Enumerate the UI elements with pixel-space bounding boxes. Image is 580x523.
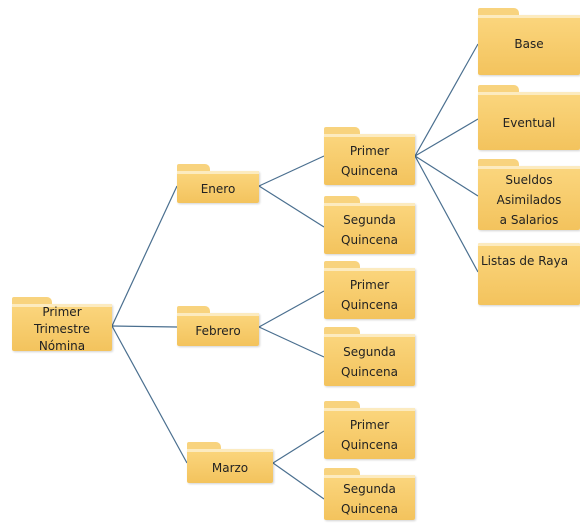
connector-marzo-primer	[272, 430, 325, 464]
month-folder-enero: Enero	[177, 164, 259, 203]
root-folder: Primer Trimestre Nómina	[12, 297, 112, 353]
month-label-marzo: Marzo	[211, 460, 249, 475]
payroll-label-eventual: Eventual	[502, 115, 556, 130]
connector-quincena-sueldos	[414, 155, 479, 197]
connector-enero-segunda	[258, 185, 325, 228]
payroll-folder-sueldos-asimilados: Sueldos Asimilados a Salarios	[478, 159, 580, 230]
payroll-folder-eventual: Eventual	[478, 85, 580, 150]
payroll-label-base: Base	[514, 37, 544, 51]
quincena-folder-marzo-segunda: Segunda Quincena	[324, 468, 415, 520]
connector-enero-primer	[258, 155, 325, 187]
month-label-enero: Enero	[200, 181, 236, 196]
connector-marzo-segunda	[272, 462, 325, 500]
quincena-folder-enero-primer: Primer Quincena	[324, 127, 415, 185]
root-folder-label: Primer Trimestre Nómina	[34, 304, 90, 353]
connector-root-febrero	[111, 325, 178, 328]
quincena-folder-marzo-primer: Primer Quincena	[324, 401, 415, 459]
month-folder-marzo: Marzo	[187, 442, 273, 483]
connector-root-marzo	[111, 325, 188, 464]
quincena-label: Segunda Quincena	[341, 344, 398, 379]
payroll-folder-base: Base	[478, 8, 580, 75]
quincena-label: Primer Quincena	[341, 278, 398, 312]
quincena-label: Primer Quincena	[341, 418, 398, 452]
connector-febrero-segunda	[258, 326, 325, 358]
quincena-label: Primer Quincena	[341, 144, 398, 178]
connector-quincena-eventual	[414, 118, 479, 157]
connector-quincena-raya	[414, 155, 479, 273]
connector-febrero-primer	[258, 290, 325, 328]
month-folder-febrero: Febrero	[177, 306, 259, 346]
connector-root-enero	[111, 185, 178, 327]
quincena-label: Segunda Quincena	[341, 213, 398, 247]
quincena-folder-febrero-primer: Primer Quincena	[324, 261, 415, 319]
connector-quincena-base	[414, 43, 479, 157]
payroll-label-listas-de-raya: Listas de Raya	[481, 253, 569, 268]
quincena-folder-febrero-segunda: Segunda Quincena	[324, 327, 415, 386]
payroll-label-sueldos-asimilados: Sueldos Asimilados a Salarios	[496, 172, 562, 227]
month-label-febrero: Febrero	[195, 324, 241, 338]
payroll-folder-listas-de-raya: Listas de Raya	[478, 243, 580, 305]
quincena-folder-enero-segunda: Segunda Quincena	[324, 196, 415, 254]
quincena-label: Segunda Quincena	[341, 482, 398, 516]
